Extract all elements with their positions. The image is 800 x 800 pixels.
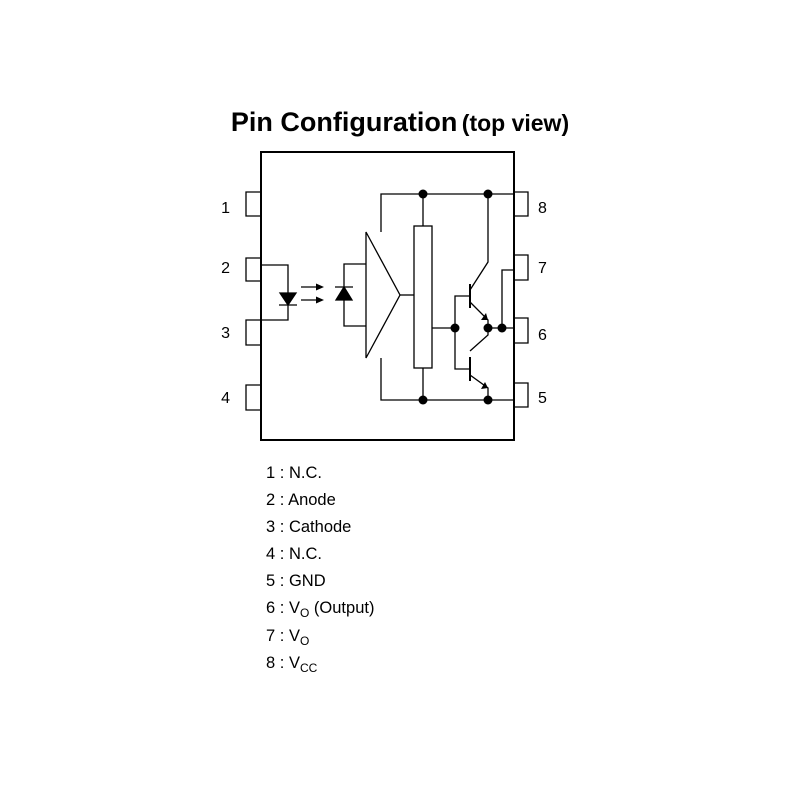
pin-1-lead	[245, 191, 261, 217]
legend-item: 4 : N.C.	[266, 545, 322, 564]
legend-item: 8 : VCC	[266, 653, 318, 675]
pin-3-lead	[245, 319, 261, 346]
pin-8-lead	[514, 191, 529, 217]
pin-number-7: 7	[538, 260, 547, 277]
pin-number-1: 1	[221, 200, 230, 217]
vcc-rail	[380, 193, 514, 232]
pin-legend: 1 : N.C. 2 : Anode 3 : Cathode 4 : N.C. …	[266, 462, 374, 679]
pin-number-6: 6	[538, 327, 547, 344]
title-main: Pin Configuration	[230, 107, 458, 137]
photodiode	[334, 263, 366, 327]
legend-item: 2 : Anode	[266, 491, 336, 510]
pin-number-8: 8	[538, 200, 547, 217]
gnd-rail	[380, 358, 514, 401]
diagram-title: Pin Configuration (top view)	[0, 107, 800, 138]
amplifier	[365, 231, 401, 359]
legend-item: 6 : VO (Output)	[266, 599, 375, 621]
legend-item: 3 : Cathode	[266, 518, 352, 537]
legend-item: 1 : N.C.	[266, 464, 322, 482]
internal-block	[413, 225, 433, 369]
output-transistors	[432, 194, 514, 400]
title-sub: (top view)	[461, 110, 570, 136]
junction-dots	[418, 189, 507, 405]
light-arrows	[301, 283, 324, 304]
input-led	[261, 264, 298, 321]
pin-2-lead	[245, 257, 261, 282]
pin-number-4: 4	[221, 390, 230, 407]
package-body	[260, 151, 515, 441]
pin-7-lead	[514, 254, 529, 281]
legend-item: 5 : GND	[266, 572, 326, 591]
pin-number-3: 3	[221, 325, 230, 342]
legend-item: 7 : VO	[266, 626, 310, 648]
pin-6-lead	[514, 317, 529, 344]
pin-number-2: 2	[221, 260, 230, 277]
pin-number-5: 5	[538, 390, 547, 407]
pin-5-lead	[514, 382, 529, 408]
pin-4-lead	[245, 384, 261, 411]
